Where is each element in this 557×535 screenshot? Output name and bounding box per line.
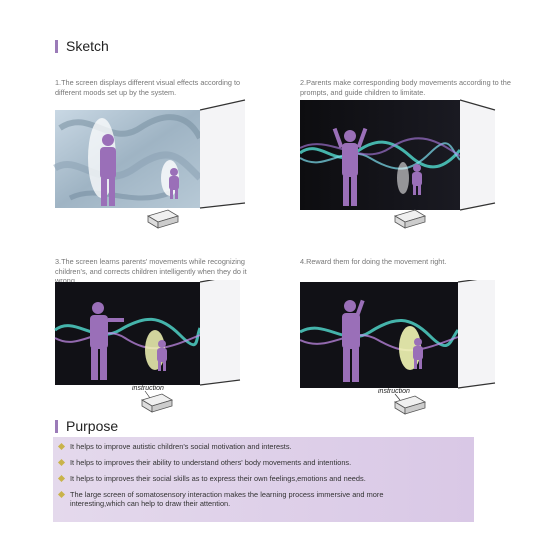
purpose-item-text: It helps to improve autistic children's …: [70, 442, 292, 451]
child-figure: [157, 340, 167, 371]
purpose-item-text: It helps to improves their ability to un…: [70, 458, 352, 467]
projector-icon: [147, 209, 179, 229]
bullet-icon: [57, 474, 66, 483]
purpose-box: It helps to improve autistic children's …: [53, 437, 474, 522]
sketch-panel-1: [50, 98, 260, 233]
panel-4-caption: 4.Reward them for doing the movement rig…: [300, 257, 447, 266]
sketch-panel-2: [300, 98, 510, 233]
panel-2-caption: 2.Parents make corresponding body moveme…: [300, 78, 511, 97]
projector-icon: [394, 209, 426, 229]
heading-accent-bar: [55, 39, 58, 53]
purpose-item: It helps to improves their ability to un…: [57, 458, 464, 467]
panel-3-label: instruction: [132, 385, 164, 392]
sketch-heading: Sketch: [55, 38, 109, 54]
projector-icon: [394, 395, 426, 415]
purpose-item-text: It helps to improves their social skills…: [70, 474, 366, 483]
purpose-item: The large screen of somatosensory intera…: [57, 490, 389, 509]
projector-icon: [141, 393, 173, 413]
panel-4-label: instruction: [378, 388, 410, 395]
parent-figure: [100, 134, 116, 206]
panel-3-caption: 3.The screen learns parents' movements w…: [55, 257, 247, 286]
child-figure: [412, 164, 422, 195]
panel-1-illustration: [53, 99, 246, 229]
purpose-title: Purpose: [66, 418, 119, 434]
panel-1-caption: 1.The screen displays different visual e…: [55, 78, 241, 97]
purpose-item: It helps to improve autistic children's …: [57, 442, 464, 451]
sketch-panel-3: instruction: [50, 280, 260, 415]
heading-accent-bar: [55, 419, 58, 433]
panel-4-illustration: instruction: [300, 280, 496, 415]
parent-figure: [342, 299, 365, 382]
bullet-icon: [57, 442, 66, 451]
bullet-icon: [57, 458, 66, 467]
purpose-heading: Purpose: [55, 418, 118, 434]
bullet-icon: [57, 490, 66, 499]
sketch-title: Sketch: [66, 38, 109, 54]
parent-figure: [332, 127, 368, 206]
child-figure: [169, 168, 179, 199]
panel-3-illustration: instruction: [54, 280, 241, 413]
purpose-item-text: The large screen of somatosensory intera…: [70, 490, 384, 509]
sketch-panel-4: instruction: [300, 280, 510, 415]
panel-2-illustration: [300, 99, 496, 229]
child-figure: [413, 338, 423, 369]
purpose-item: It helps to improves their social skills…: [57, 474, 464, 483]
parent-figure: [90, 302, 124, 380]
